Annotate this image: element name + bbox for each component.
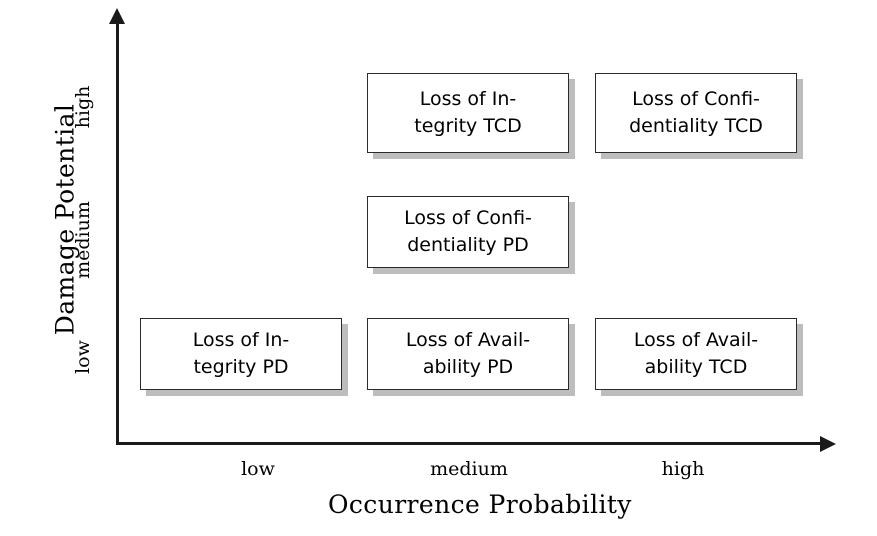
risk-cell-line-2: dentiality PD	[407, 234, 529, 256]
risk-cell-line-2: ability TCD	[644, 356, 748, 378]
risk-cell-line-1: Loss of Avail-	[633, 329, 759, 352]
risk-cell-line-1: Loss of Confi-	[632, 88, 760, 111]
y-axis-line	[116, 17, 119, 445]
risk-cell-confidentiality-tcd: Loss of Confi- dentiality TCD	[595, 73, 797, 153]
risk-cell-line-1: Loss of Avail-	[405, 329, 531, 352]
risk-cell-availability-pd: Loss of Avail- ability PD	[367, 318, 569, 390]
y-axis-tick-medium: medium	[72, 201, 94, 279]
risk-cell-line-1: Loss of In-	[192, 329, 290, 352]
risk-cell-line-1: Loss of In-	[419, 88, 517, 111]
risk-cell-line-2: ability PD	[422, 356, 514, 378]
x-axis-title: Occurrence Probability	[328, 490, 632, 519]
risk-cell-availability-tcd: Loss of Avail- ability TCD	[595, 318, 797, 390]
risk-cell-line-1: Loss of Confi-	[404, 207, 532, 230]
risk-cell-confidentiality-pd: Loss of Confi- dentiality PD	[367, 196, 569, 268]
x-axis-tick-low: low	[241, 458, 275, 480]
x-axis-tick-high: high	[661, 458, 705, 480]
y-axis-tick-high: high	[72, 85, 94, 129]
x-axis-arrowhead-icon	[820, 436, 836, 452]
risk-cell-integrity-tcd: Loss of In- tegrity TCD	[367, 73, 569, 153]
y-axis-tick-low: low	[72, 340, 94, 374]
risk-cell-integrity-pd: Loss of In- tegrity PD	[140, 318, 342, 390]
y-axis-arrowhead-icon	[109, 8, 125, 24]
risk-cell-line-2: tegrity TCD	[414, 115, 522, 137]
risk-cell-line-2: dentiality TCD	[629, 115, 763, 137]
risk-cell-line-2: tegrity PD	[193, 356, 289, 378]
x-axis-tick-medium: medium	[430, 458, 508, 480]
x-axis-line	[116, 442, 828, 445]
